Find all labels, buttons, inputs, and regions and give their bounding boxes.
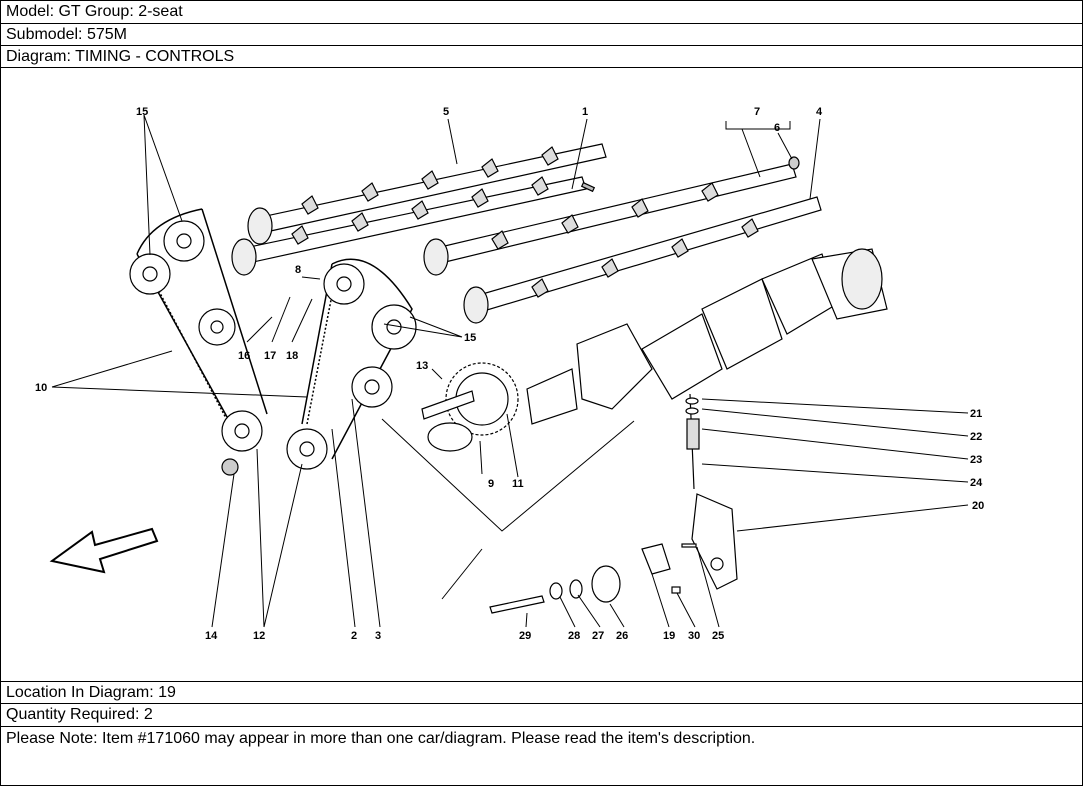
callout-4: 4 — [816, 106, 823, 118]
callout-12: 12 — [253, 630, 265, 642]
gear-assembly — [421, 362, 519, 452]
callout-11: 11 — [512, 478, 524, 490]
quantity-required: Quantity Required: 2 — [1, 704, 1082, 727]
pulleys — [129, 220, 417, 476]
submodel-label: Submodel: 575M — [1, 24, 1082, 46]
callout-25: 25 — [712, 630, 724, 642]
callout-16: 16 — [238, 350, 250, 362]
callout-20: 20 — [972, 500, 984, 512]
callout-22: 22 — [970, 431, 982, 443]
callout-24: 24 — [970, 477, 983, 489]
callout-15a: 15 — [136, 106, 148, 118]
callout-7: 7 — [754, 106, 760, 118]
callout-26: 26 — [616, 630, 628, 642]
callout-10: 10 — [35, 382, 47, 394]
callout-9: 9 — [488, 478, 494, 490]
callout-3: 3 — [375, 630, 381, 642]
callout-18: 18 — [286, 350, 298, 362]
callout-29: 29 — [519, 630, 531, 642]
callout-2: 2 — [351, 630, 357, 642]
exploded-parts-diagram: 15 5 1 7 6 4 8 15 10 13 16 17 18 9 11 14… — [2, 69, 1082, 680]
callout-15b: 15 — [464, 332, 476, 344]
please-note: Please Note: Item #171060 may appear in … — [6, 730, 756, 747]
camshaft-1 — [231, 176, 596, 276]
callout-8: 8 — [295, 264, 301, 276]
crankshaft — [526, 248, 888, 425]
camshaft-5 — [247, 143, 607, 245]
callout-numbers: 15 5 1 7 6 4 8 15 10 13 16 17 18 9 11 14… — [35, 106, 984, 642]
callout-14: 14 — [205, 630, 218, 642]
callout-23: 23 — [970, 454, 982, 466]
callout-5: 5 — [443, 106, 449, 118]
callout-13: 13 — [416, 360, 428, 372]
callout-1: 1 — [582, 106, 588, 118]
diagram-title: Diagram: TIMING - CONTROLS — [1, 46, 1082, 68]
camshaft-7 — [423, 156, 800, 276]
model-label: Model: GT Group: 2-seat — [1, 1, 1082, 24]
callout-28: 28 — [568, 630, 580, 642]
callout-6: 6 — [774, 122, 780, 134]
callout-30: 30 — [688, 630, 700, 642]
callout-21: 21 — [970, 408, 982, 420]
leader-lines — [51, 114, 969, 628]
callout-19: 19 — [663, 630, 675, 642]
location-in-diagram: Location In Diagram: 19 — [1, 681, 1082, 704]
camshaft-4 — [463, 196, 822, 324]
direction-arrow-icon — [49, 527, 159, 574]
callout-17: 17 — [264, 350, 276, 362]
tensioner-assembly — [489, 393, 738, 614]
callout-27: 27 — [592, 630, 604, 642]
